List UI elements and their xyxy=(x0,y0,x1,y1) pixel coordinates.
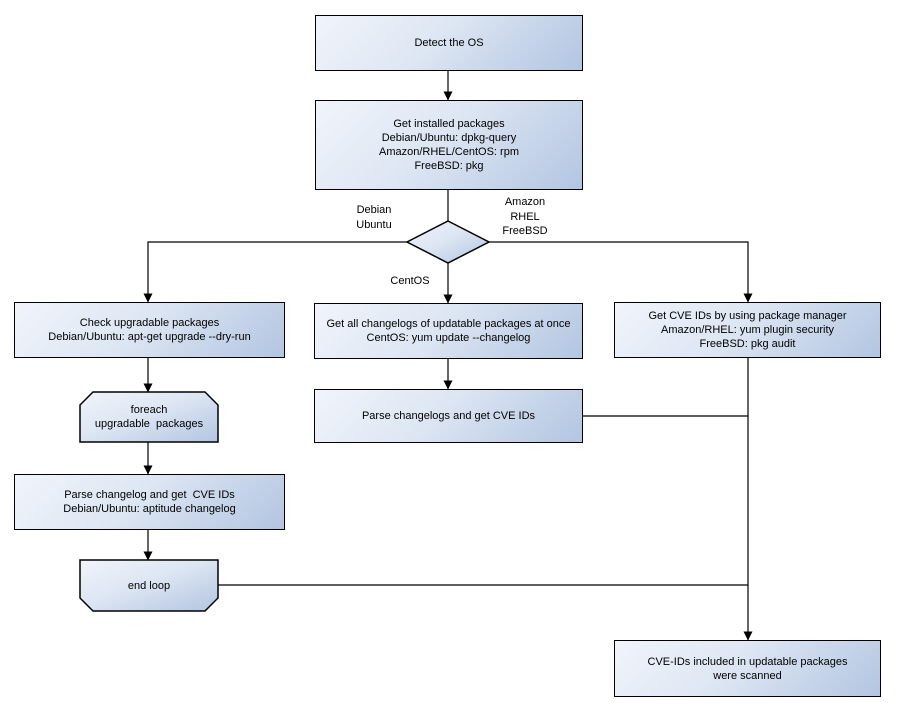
node-get-all-changelogs-label: Get all changelogs of updatable packages… xyxy=(326,318,571,344)
edge-decision-to-get-cve-ids xyxy=(489,241,753,303)
node-scan-result: CVE-IDs included in updatable packages w… xyxy=(614,640,881,697)
node-parse-changelogs-label: Parse changelogs and get CVE IDs xyxy=(361,410,536,422)
node-parse-changelog-label: Parse changelog and get CVE IDs Debian/U… xyxy=(63,489,236,515)
node-scan-result-label: CVE-IDs included in updatable packages w… xyxy=(647,655,848,682)
node-parse-changelogs: Parse changelogs and get CVE IDs xyxy=(314,389,583,443)
node-get-cve-ids: Get CVE IDs by using package manager Ama… xyxy=(614,302,881,358)
node-get-installed-packages: Get installed packages Debian/Ubuntu: dp… xyxy=(315,100,583,190)
edge-decision-to-check-upgradable xyxy=(143,241,407,303)
node-get-cve-ids-label: Get CVE IDs by using package manager Ama… xyxy=(648,310,847,350)
node-check-upgradable-packages: Check upgradable packages Debian/Ubuntu:… xyxy=(14,302,285,358)
node-detect-os: Detect the OS xyxy=(315,15,583,71)
edge-label-amazon-rhel-freebsd: Amazon RHEL FreeBSD xyxy=(502,196,548,237)
node-parse-changelog: Parse changelog and get CVE IDs Debian/U… xyxy=(14,474,285,530)
node-get-all-changelogs: Get all changelogs of updatable packages… xyxy=(314,303,583,359)
node-end-loop-shape xyxy=(79,559,219,612)
node-get-installed-packages-label: Get installed packages Debian/Ubuntu: dp… xyxy=(379,118,519,172)
node-os-decision-diamond xyxy=(405,220,491,264)
node-check-upgradable-packages-label: Check upgradable packages Debian/Ubuntu:… xyxy=(48,317,251,343)
edge-label-debian-ubuntu: Debian Ubuntu xyxy=(356,204,392,231)
edge-label-centos: CentOS xyxy=(390,275,430,287)
node-detect-os-label: Detect the OS xyxy=(414,37,484,49)
node-foreach-shape xyxy=(79,391,219,443)
